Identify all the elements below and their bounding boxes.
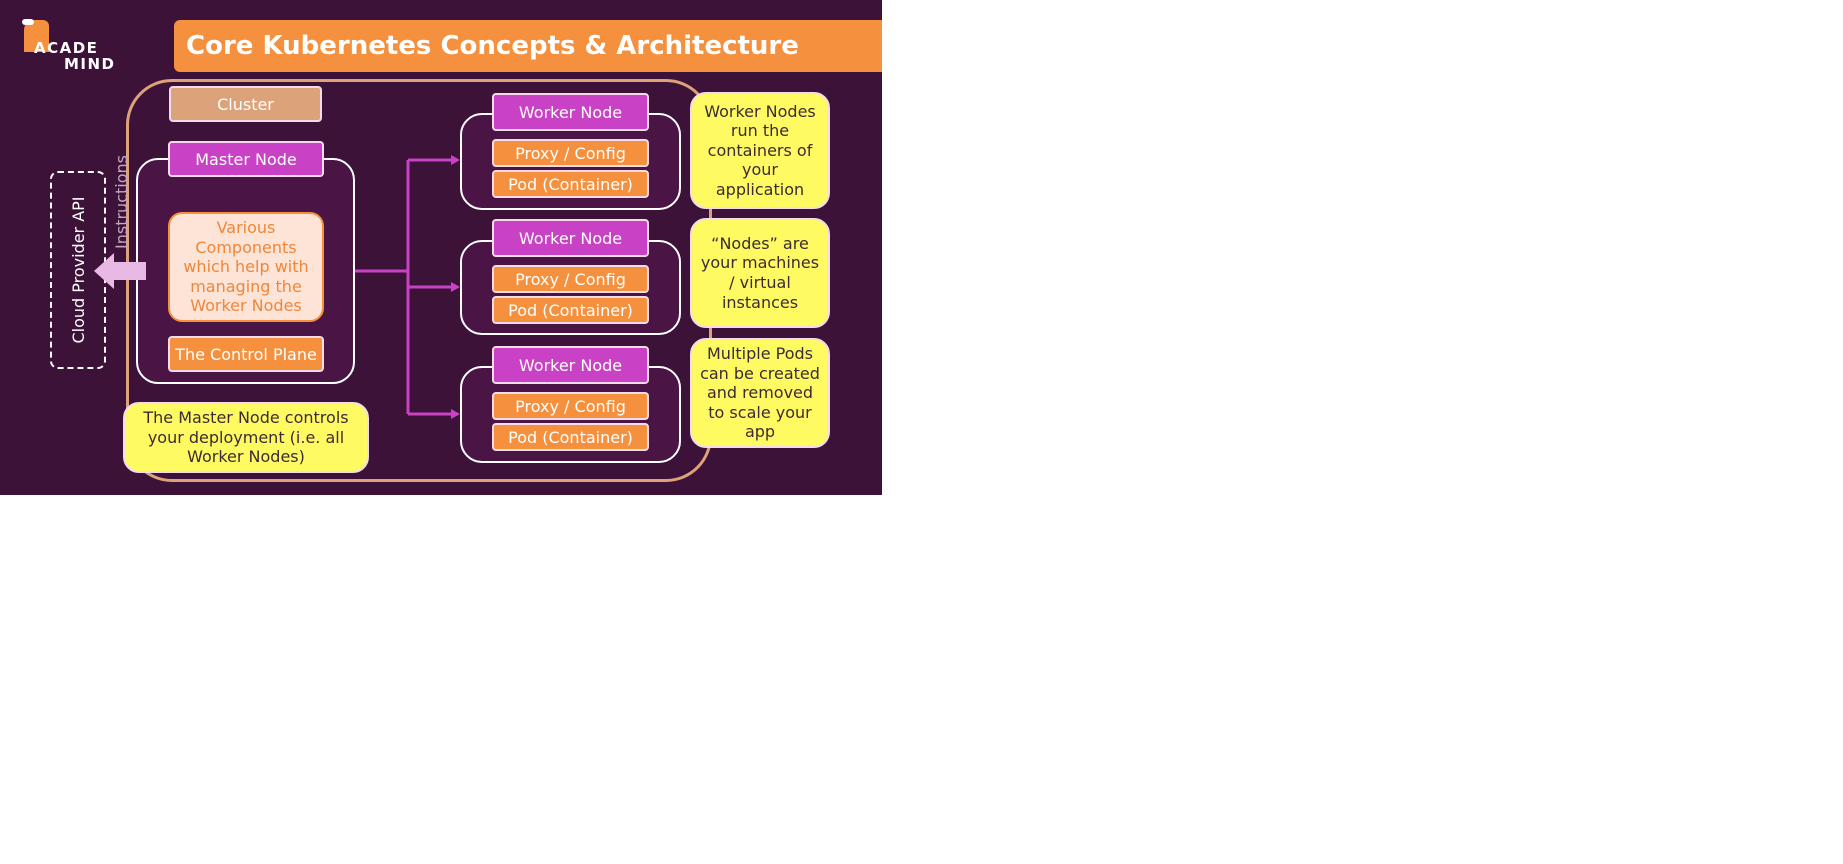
pod-container-label: Pod (Container) — [492, 296, 649, 324]
master-node-note: The Master Node controls your deployment… — [123, 402, 369, 473]
worker-node-label: Worker Node — [492, 346, 649, 384]
control-plane-label: The Control Plane — [168, 336, 324, 372]
worker-nodes-note: Worker Nodes run the containers of your … — [690, 92, 830, 209]
proxy-config-label: Proxy / Config — [492, 392, 649, 420]
pods-note: Multiple Pods can be created and removed… — [690, 338, 830, 448]
proxy-config-label: Proxy / Config — [492, 139, 649, 167]
pod-container-label: Pod (Container) — [492, 423, 649, 451]
proxy-config-label: Proxy / Config — [492, 265, 649, 293]
worker-node-label: Worker Node — [492, 219, 649, 257]
slide: ACADE MIND Core Kubernetes Concepts & Ar… — [0, 0, 882, 495]
cluster-label: Cluster — [169, 86, 322, 122]
page-title: Core Kubernetes Concepts & Architecture — [186, 31, 799, 61]
logo-text-line2: MIND — [64, 55, 116, 73]
logo-text-line1: ACADE — [34, 39, 99, 57]
master-components-box: Various Components which help with manag… — [168, 212, 324, 322]
nodes-note: “Nodes” are your machines / virtual inst… — [690, 218, 830, 328]
connector-lines — [94, 155, 460, 419]
academind-logo-icon — [22, 19, 49, 52]
title-bar: Core Kubernetes Concepts & Architecture — [174, 20, 882, 72]
worker-node-label: Worker Node — [492, 93, 649, 131]
pod-container-label: Pod (Container) — [492, 170, 649, 198]
arrow-left-icon — [94, 253, 146, 289]
master-node-label: Master Node — [168, 141, 324, 177]
